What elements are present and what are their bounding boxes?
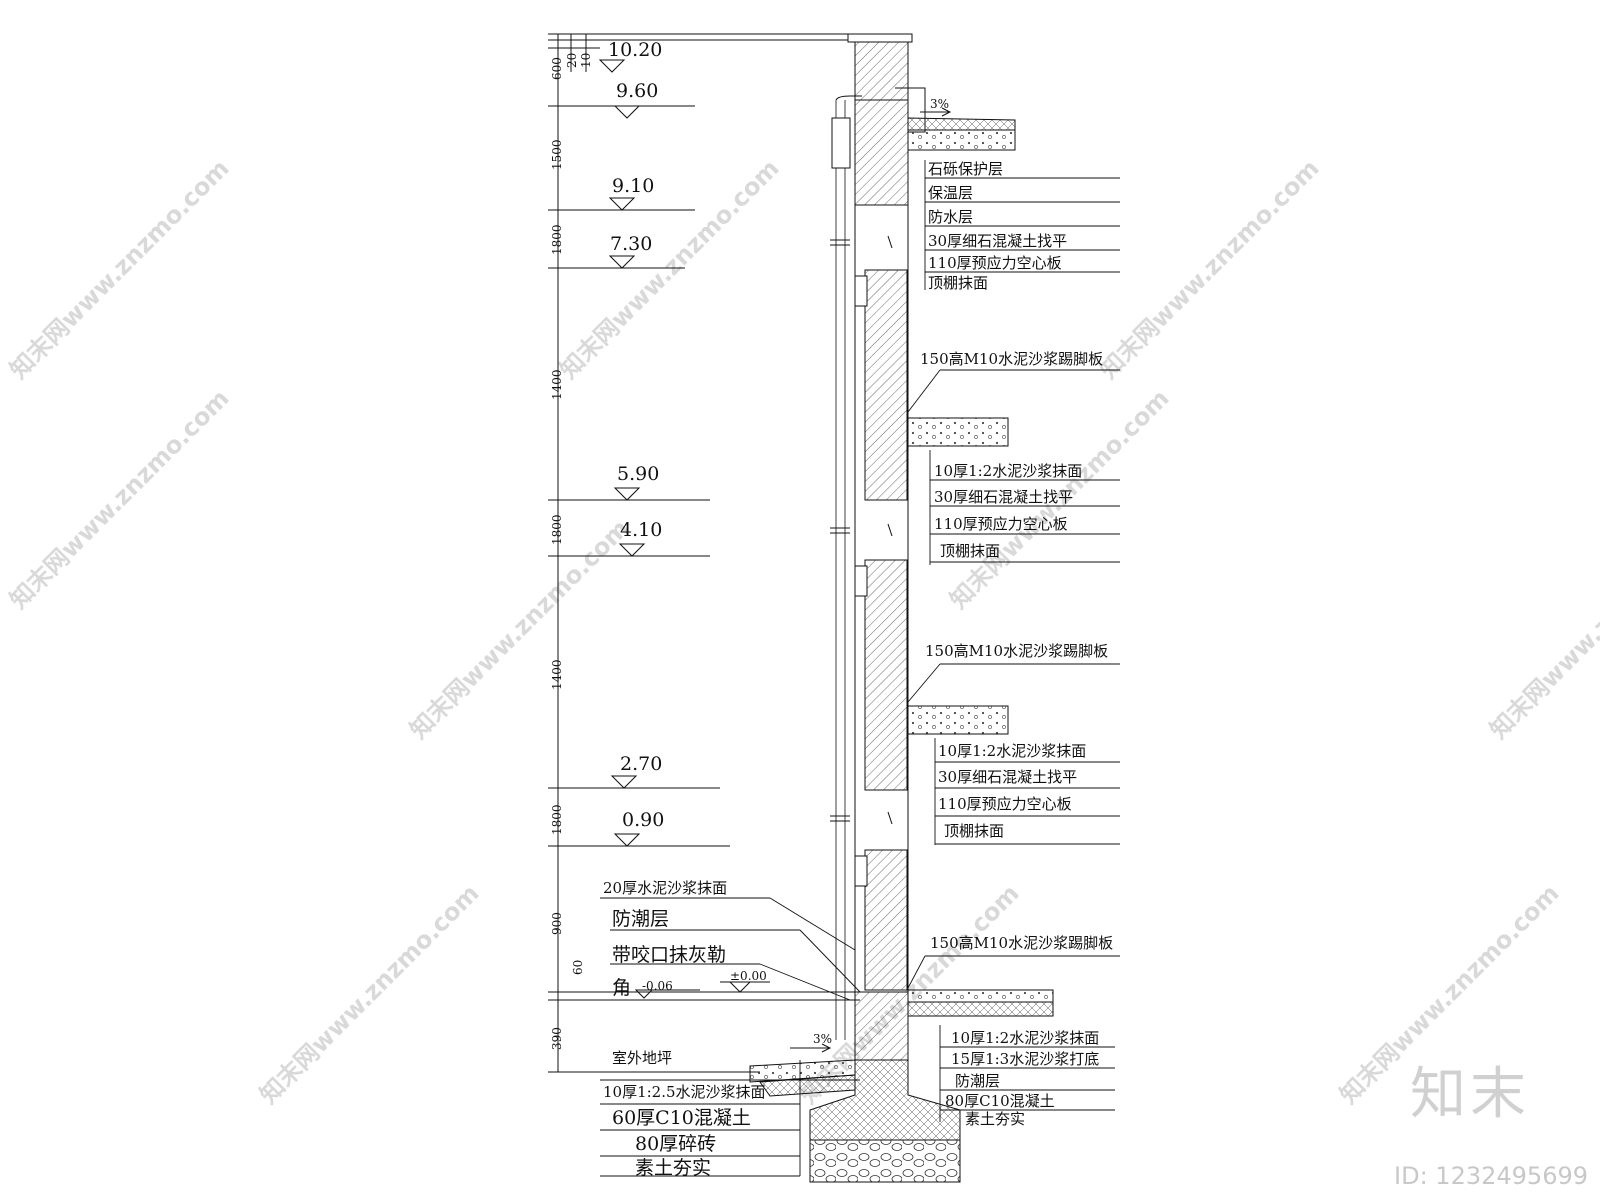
roof-layer-label: 石砾保护层: [928, 160, 1003, 178]
left-note: 带咬口抹灰勒: [612, 944, 726, 966]
left-note-leaders: [600, 897, 861, 1001]
roof-slope: 3%: [930, 97, 949, 111]
elevation-label: -0.06: [642, 979, 673, 993]
roof-layer-label: 110厚预应力空心板: [928, 254, 1062, 272]
floor-layer-label: 顶棚抹面: [940, 542, 1000, 560]
roof-leaders: [924, 160, 1120, 290]
elevation-label: ±0.00: [730, 969, 767, 983]
floor-upper-leaders: [907, 369, 1120, 565]
watermark-text: 知末网www.znzmo.com: [1094, 154, 1324, 384]
exterior-leaders: [600, 1060, 860, 1177]
dim-1800: 1800: [550, 514, 564, 545]
ground-layer-label: 防潮层: [955, 1072, 1000, 1090]
floor-middle-labels: 10厚1:2水泥沙浆抹面 30厚细石混凝土找平 110厚预应力空心板 顶棚抹面: [938, 742, 1086, 840]
roof-slab: [907, 107, 1016, 151]
ground-layer-label: 80厚C10混凝土: [945, 1092, 1055, 1110]
exterior-slope: 3%: [813, 1032, 832, 1046]
roof-layer-label: 30厚细石混凝土找平: [928, 232, 1067, 250]
floor-layer-label: 10厚1:2水泥沙浆抹面: [934, 462, 1082, 480]
elevation-labels: 10.20 9.60 9.10 7.30 5.90 4.10 2.70 0.90…: [608, 39, 767, 993]
floor-layer-label: 110厚预应力空心板: [934, 515, 1068, 533]
floor-layer-label: 10厚1:2水泥沙浆抹面: [938, 742, 1086, 760]
elevation-label: 7.30: [610, 233, 652, 255]
dim-1500: 1500: [550, 139, 564, 170]
left-notes: 20厚水泥沙浆抹面 防潮层 带咬口抹灰勒 角: [603, 879, 727, 999]
roof-layer-label: 保温层: [928, 184, 973, 202]
dimension-values: 600 20 10 1500 1800 1400 1800 1400 1800 …: [550, 53, 593, 1050]
roof-layer-label: 防水层: [928, 208, 973, 226]
elevation-label: 4.10: [620, 519, 662, 541]
watermark-text: 知末网www.znzmo.com: [4, 384, 234, 614]
elevation-label: 5.90: [617, 463, 659, 485]
left-note: 20厚水泥沙浆抹面: [603, 879, 727, 897]
watermark-layer: 知末网www.znzmo.com 知末网www.znzmo.com 知末网www…: [4, 154, 1600, 1109]
image-id: ID: 1232495699: [1394, 1162, 1588, 1190]
watermark-text: 知末网www.znzmo.com: [254, 879, 484, 1109]
floor-layer-label: 30厚细石混凝土找平: [938, 768, 1077, 786]
dim-1800: 1800: [550, 804, 564, 835]
skirting-label: 150高M10水泥沙浆踢脚板: [925, 642, 1108, 660]
brand-logo: 知末: [1410, 1062, 1530, 1127]
elevation-label: 9.10: [612, 175, 654, 197]
exterior-layer-label: 10厚1:2.5水泥沙浆抹面: [603, 1083, 766, 1101]
watermark-text: 知末网www.znzmo.com: [1484, 514, 1600, 744]
dimension-chain: [548, 33, 880, 1073]
elevation-markers: [598, 59, 770, 999]
ground-layer-label: 10厚1:2水泥沙浆抹面: [951, 1029, 1099, 1047]
skirting-label: 150高M10水泥沙浆踢脚板: [930, 934, 1113, 952]
dim-10: 10: [579, 53, 593, 68]
dim-60: 60: [571, 960, 585, 975]
dim-600: 600: [550, 57, 564, 80]
watermark-text: 知末网www.znzmo.com: [404, 514, 634, 744]
dim-390: 390: [550, 1027, 564, 1050]
exterior-labels: 室外地坪 10厚1:2.5水泥沙浆抹面 60厚C10混凝土 80厚碎砖 素土夯实: [603, 1049, 766, 1179]
exterior-layer-label: 60厚C10混凝土: [612, 1107, 751, 1129]
elevation-label: 2.70: [620, 753, 662, 775]
floor-layer-label: 110厚预应力空心板: [938, 795, 1072, 813]
ground-floor-leaders: [907, 955, 1120, 1122]
exterior-layer-label: 素土夯实: [635, 1157, 711, 1179]
ground-floor-labels: 10厚1:2水泥沙浆抹面 15厚1:3水泥沙浆打底 防潮层 80厚C10混凝土 …: [945, 1029, 1099, 1128]
ground-layer-label: 素土夯实: [965, 1110, 1025, 1128]
wall-section: [809, 33, 961, 1183]
left-note: 防潮层: [612, 908, 669, 930]
exterior-label: 室外地坪: [612, 1049, 672, 1067]
elevation-label: 9.60: [616, 80, 658, 102]
watermark-text: 知末网www.znzmo.com: [554, 154, 784, 384]
elevation-label: 10.20: [608, 39, 662, 61]
dim-20: 20: [565, 53, 579, 68]
floor-layer-label: 顶棚抹面: [944, 822, 1004, 840]
floor-layer-label: 30厚细石混凝土找平: [934, 488, 1073, 506]
floor-upper-labels: 10厚1:2水泥沙浆抹面 30厚细石混凝土找平 110厚预应力空心板 顶棚抹面: [934, 462, 1082, 560]
dim-1400: 1400: [550, 369, 564, 400]
dim-900: 900: [550, 912, 564, 935]
roof-layer-label: 顶棚抹面: [928, 274, 988, 292]
left-note: 角: [612, 977, 631, 999]
roof-layer-labels: 石砾保护层 保温层 防水层 30厚细石混凝土找平 110厚预应力空心板 顶棚抹面: [928, 160, 1067, 292]
elevation-label: 0.90: [622, 809, 664, 831]
ground-layer-label: 15厚1:3水泥沙浆打底: [951, 1050, 1099, 1068]
floor-middle-leaders: [907, 663, 1120, 845]
watermark-text: 知末网www.znzmo.com: [4, 154, 234, 384]
dim-1400: 1400: [550, 659, 564, 690]
dim-1800: 1800: [550, 224, 564, 255]
exterior-layer-label: 80厚碎砖: [635, 1133, 716, 1155]
skirting-label: 150高M10水泥沙浆踢脚板: [920, 350, 1103, 368]
